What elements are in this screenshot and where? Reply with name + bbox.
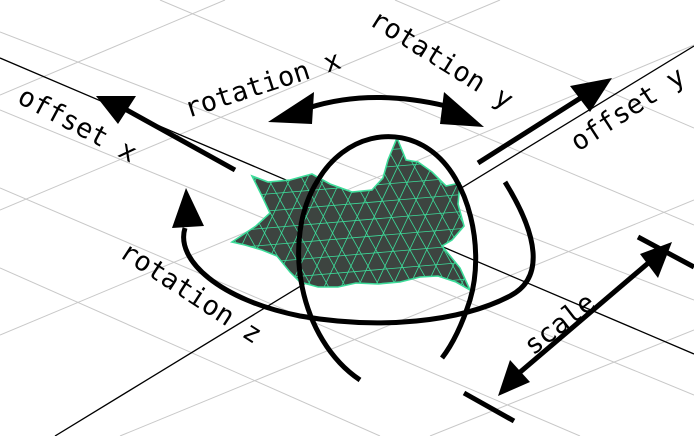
mesh-wire [522, 130, 602, 300]
label-rotation-x: rotation x [181, 45, 345, 125]
rotation-y-arrow [296, 134, 479, 383]
rotation-x-arrow [268, 92, 484, 127]
mesh-wire [556, 130, 636, 300]
mesh-wire [376, 138, 470, 290]
offset-x-arrow [96, 96, 237, 173]
mesh-wire [539, 130, 619, 300]
mesh-wire [513, 130, 608, 300]
rotation-z-arrow [172, 180, 536, 326]
mesh-wire [505, 130, 585, 300]
mesh-wire [419, 138, 470, 290]
mesh-wire [20, 130, 115, 300]
scale-arrow [462, 234, 694, 424]
mesh-wire [232, 138, 470, 148]
mesh-wire [496, 130, 591, 300]
label-offset-x: offset x [13, 81, 142, 169]
offset-y-arrow [476, 78, 612, 166]
mesh-wire [232, 209, 470, 233]
mesh-wire [334, 138, 416, 290]
label-scale: scale [518, 287, 601, 361]
mesh-wire [232, 226, 470, 250]
mesh-wire [436, 138, 470, 290]
mesh-wire [471, 130, 551, 300]
label-offset-y: offset y [565, 61, 691, 158]
mesh-wire [530, 130, 625, 300]
label-rotation-z: rotation z [114, 236, 267, 351]
